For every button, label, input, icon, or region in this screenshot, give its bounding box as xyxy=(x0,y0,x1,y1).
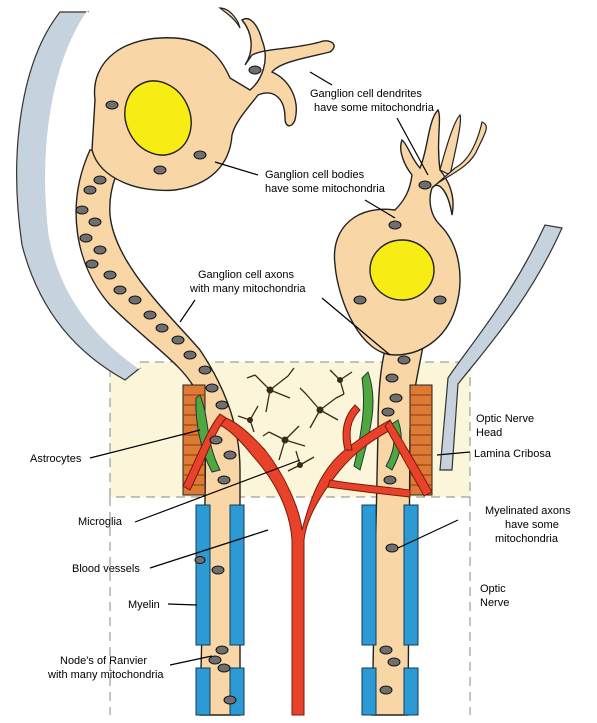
label-onh-2: Head xyxy=(476,427,502,439)
label-microglia: Microglia xyxy=(78,516,123,528)
label-lamina: Lamina Cribosa xyxy=(474,448,552,460)
myelin-right-1 xyxy=(362,505,376,645)
right-nucleus xyxy=(370,240,434,300)
label-bodies-2: have some mitochondria xyxy=(265,183,386,195)
label-myelinated-1: Myelinated axons xyxy=(485,505,571,517)
myelin-left-3 xyxy=(196,668,210,715)
myelin-left-4 xyxy=(230,668,244,715)
label-myelinated-2: have some xyxy=(505,519,559,531)
label-astrocytes: Astrocytes xyxy=(30,453,82,465)
label-optic-nerve-1: Optic xyxy=(480,583,506,595)
label-optic-nerve-2: Nerve xyxy=(480,597,509,609)
label-bodies-1: Ganglion cell bodies xyxy=(265,169,365,181)
myelin-right-2 xyxy=(404,505,418,645)
label-onh-1: Optic Nerve xyxy=(476,413,534,425)
label-ranvier-2: with many mitochondria xyxy=(47,669,164,681)
left-dendrite-top xyxy=(220,8,240,28)
label-blood-vessels: Blood vessels xyxy=(72,563,140,575)
myelin-left-1 xyxy=(196,505,210,645)
myelin-right-3 xyxy=(362,668,376,715)
label-myelin: Myelin xyxy=(128,599,160,611)
label-dendrites-2: have some mitochondria xyxy=(314,102,435,114)
right-ganglion-cell-body xyxy=(334,110,460,355)
myelin-right-4 xyxy=(404,668,418,715)
label-dendrites-1: Ganglion cell dendrites xyxy=(310,88,422,100)
label-axons-2: with many mitochondria xyxy=(189,283,306,295)
label-ranvier-1: Node's of Ranvier xyxy=(60,655,147,667)
label-myelinated-3: mitochondria xyxy=(495,533,559,545)
myelin-left-2 xyxy=(230,505,244,645)
label-axons-1: Ganglion cell axons xyxy=(198,269,295,281)
